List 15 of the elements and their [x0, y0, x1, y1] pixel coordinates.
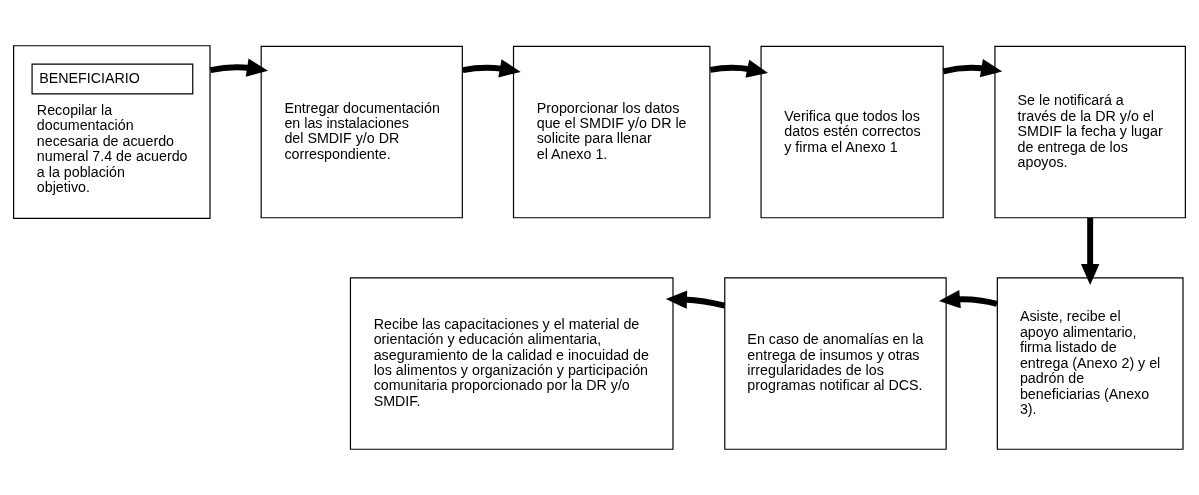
node-box: Proporcionar los datos que el SMDIF y/o DR le solicite para llenar el Anexo 1. — [512, 45, 711, 219]
node-box: En caso de anomalías en la entrega de insumos y otras irregularidades de los programas notificar al DCS. — [724, 277, 947, 450]
node-box: Recibe las capacitaciones y el material de orientación y educación alimentaria, aseguramiento de la calidad e inocuidad de los alimentos y organización y participación comunitaria proporcionado por la DR y/o SMDIF. — [349, 277, 674, 450]
arrow — [942, 59, 1003, 78]
node-box: Verifica que todos los datos estén correctos y firma el Anexo 1 — [760, 45, 944, 219]
node-box: Asiste, recibe el apoyo alimentario, firma listado de entrega (Anexo 2) y el padrón de beneficiarias (Anexo 3). — [996, 277, 1184, 450]
arrow — [665, 290, 726, 309]
arrow — [1080, 217, 1100, 286]
arrow — [209, 58, 268, 77]
arrow — [939, 289, 998, 309]
arrow — [462, 59, 521, 78]
node-box: Entregar documentación en las instalaciones del SMDIF y/o DR correspondiente. — [260, 45, 463, 219]
node-box: BENEFICIARIO Recopilar la documentación necesaria de acuerdo numeral 7.4 de acuerdo a la población objetivo. — [13, 45, 211, 219]
node-box: Se le notificará a través de la DR y/o el SMDIF la fecha y lugar de entrega de los apoyos. — [994, 45, 1186, 219]
arrow — [709, 59, 768, 78]
